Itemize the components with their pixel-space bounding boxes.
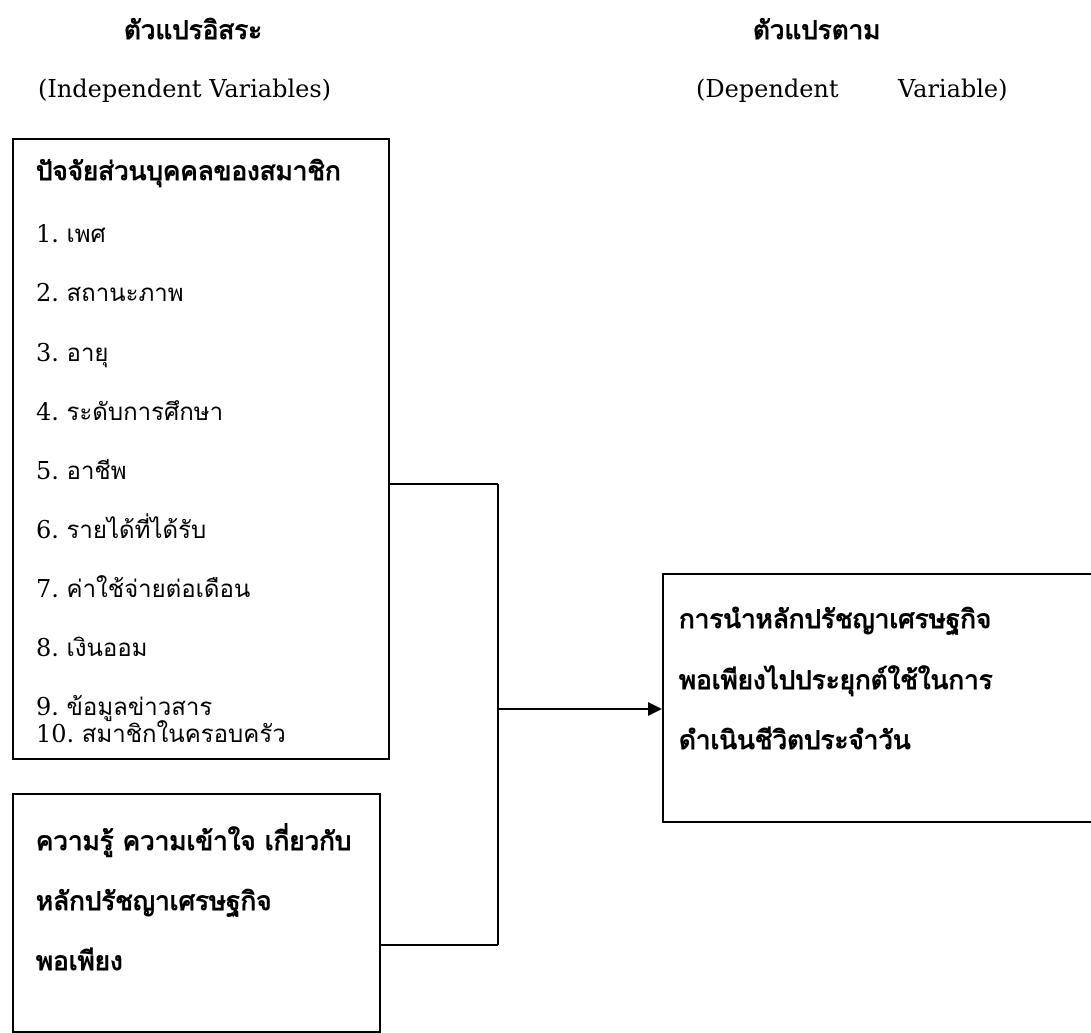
- knowledge-box: ความรู้ ความเข้าใจ เกี่ยวกับ หลักปรัชญาเ…: [12, 793, 381, 1033]
- personal-factor-item: 3. อายุ: [36, 339, 109, 367]
- outcome-box: การนำหลักปรัชญาเศรษฐกิจ พอเพียงไปประยุกต…: [662, 573, 1091, 823]
- personal-factor-item: 9. ข้อมูลข่าวสาร: [36, 693, 213, 721]
- knowledge-line: ความรู้ ความเข้าใจ เกี่ยวกับ: [36, 827, 352, 857]
- dependent-variable-subtitle-left: (Dependent: [696, 75, 839, 103]
- outcome-line: การนำหลักปรัชญาเศรษฐกิจ: [679, 605, 992, 635]
- dependent-variable-subtitle-right: Variable): [898, 75, 1008, 103]
- personal-factor-item: 7. ค่าใช้จ่ายต่อเดือน: [36, 575, 251, 603]
- personal-factor-item: 4. ระดับการศึกษา: [36, 398, 224, 426]
- independent-variables-subtitle: (Independent Variables): [38, 75, 332, 103]
- personal-factor-item: 10. สมาชิกในครอบครัว: [36, 720, 286, 748]
- arrow-head-icon: [648, 702, 662, 716]
- personal-factors-box: ปัจจัยส่วนบุคคลของสมาชิก 1. เพศ 2. สถานะ…: [12, 138, 390, 760]
- outcome-line: พอเพียงไปประยุกต์ใช้ในการ: [679, 666, 993, 696]
- independent-variables-title: ตัวแปรอิสระ: [124, 16, 263, 46]
- dependent-variable-title: ตัวแปรตาม: [753, 16, 881, 46]
- knowledge-line: หลักปรัชญาเศรษฐกิจ: [36, 887, 272, 917]
- knowledge-line: พอเพียง: [36, 947, 123, 977]
- personal-factor-item: 5. อาชีพ: [36, 457, 127, 485]
- personal-factor-item: 6. รายได้ที่ได้รับ: [36, 516, 207, 544]
- outcome-line: ดำเนินชีวิตประจำวัน: [679, 726, 911, 756]
- personal-factor-item: 2. สถานะภาพ: [36, 279, 184, 307]
- personal-factor-item: 1. เพศ: [36, 220, 106, 248]
- personal-factors-title: ปัจจัยส่วนบุคคลของสมาชิก: [36, 157, 341, 187]
- personal-factor-item: 8. เงินออม: [36, 634, 148, 662]
